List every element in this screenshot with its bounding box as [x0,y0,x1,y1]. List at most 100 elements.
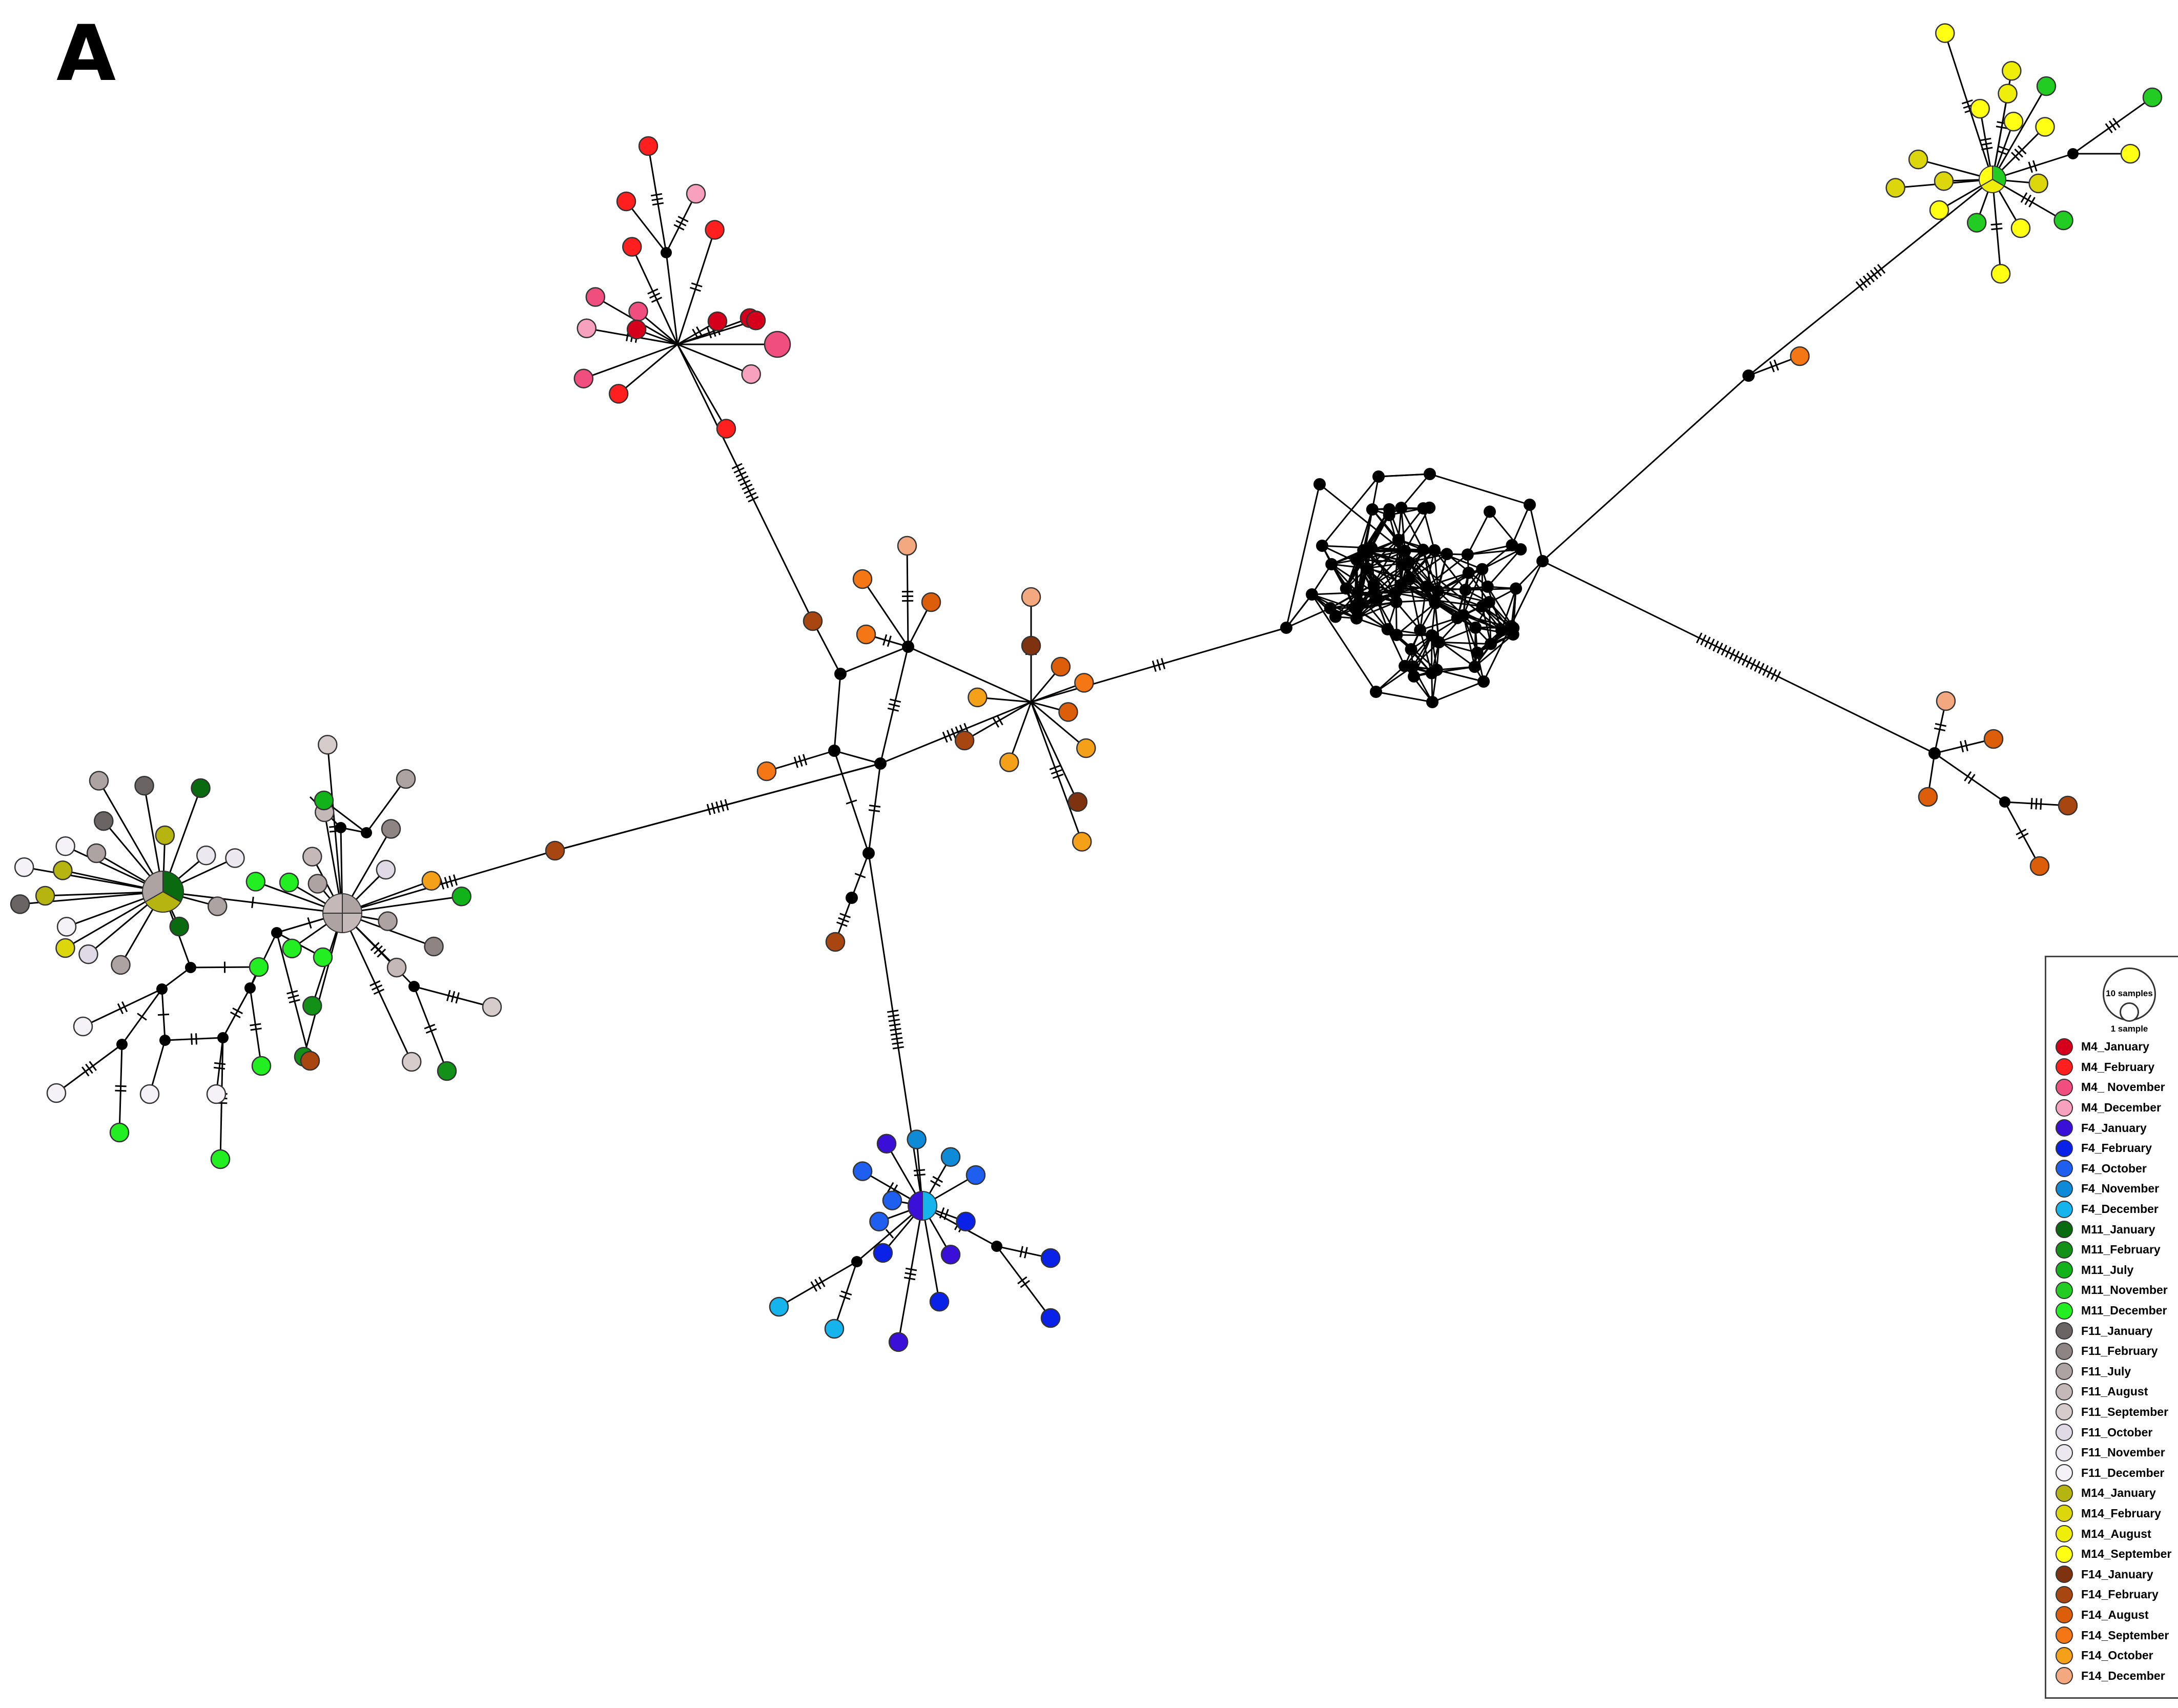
mutation-tick [1869,270,1879,280]
haplotype-node [968,687,988,708]
mutation-tick [2018,832,2029,840]
mutation-tick [692,328,699,340]
mutation-tick [232,1007,243,1015]
haplotype-node [1983,729,2004,749]
yellow-hub-pie [1979,165,2006,193]
mutation-tick [1024,1247,1028,1259]
legend-label: F11_December [2081,1466,2165,1479]
cluster-edge [1463,615,1476,667]
network-edge [812,621,841,674]
haplotype-node [191,778,211,798]
median-vector-node [1424,468,1436,480]
network-edge [83,988,162,1027]
network-edge [834,750,881,765]
mutation-tick [2020,192,2028,203]
cluster-edge [1285,484,1321,628]
median-vector-node [1306,588,1318,601]
median-vector-node [661,247,672,258]
mutation-tick [157,1013,170,1016]
haplotype-node [907,1129,927,1149]
mutation-tick [943,1209,949,1220]
median-vector-node [1352,597,1365,610]
median-vector-node [1381,623,1394,635]
haplotype-node [2029,856,2050,876]
haplotype-node [764,331,791,358]
mutation-tick [1052,773,1064,779]
mutation-tick [892,1041,903,1045]
legend-swatch [2056,1241,2073,1259]
cluster-edge [1311,594,1377,692]
haplotype-node [1040,1308,1061,1328]
cluster-edge [1356,601,1396,620]
network-edge [1031,701,1087,749]
legend-label: M4_December [2081,1101,2161,1115]
median-vector-node [1461,548,1474,561]
mutation-tick [814,1279,821,1290]
mutation-tick [1967,774,1976,784]
median-vector-node [1471,646,1484,659]
network-edge [921,1205,940,1302]
mutation-tick [115,1089,127,1092]
mutation-tick [1721,645,1728,656]
haplotype-node [852,1161,873,1181]
haplotype-node [307,874,328,894]
mutation-tick [289,999,300,1003]
haplotype-node [1021,635,1041,656]
mutation-tick [652,202,664,206]
legend-item: M11_July [2056,1260,2171,1281]
median-vector-node [902,641,914,653]
legend-swatch [2056,1302,2073,1320]
median-vector-node [1357,544,1370,557]
pie-slice [322,913,343,934]
mutation-tick [890,1032,902,1036]
mutation-tick [307,917,312,929]
legend-item: F4_February [2056,1138,2171,1159]
haplotype-node [78,944,98,964]
cluster-edge [1437,553,1448,591]
cluster-edge [1331,564,1359,593]
haplotype-node [55,836,75,856]
haplotype-node [86,843,107,863]
cluster-edge [1482,544,1513,570]
haplotype-node [53,860,73,880]
cluster-edge [1488,602,1492,644]
haplotype-node [196,846,216,866]
haplotype-node [302,847,322,867]
legend-item: F11_August [2056,1382,2171,1402]
pie-slice [342,913,363,934]
haplotype-node [169,916,189,937]
mutation-tick [1934,727,1946,732]
network-edge [840,646,909,675]
mutation-tick [1961,99,1973,105]
mutation-tick [887,1182,894,1193]
median-vector-node [1407,670,1420,683]
haplotype-node [707,311,728,332]
haplotype-node [545,840,565,861]
mutation-tick [1017,1276,1028,1285]
median-vector-node [159,1035,171,1046]
mutation-tick [1758,663,1765,674]
mutation-tick [913,1169,926,1172]
median-vector-node [1431,585,1444,598]
haplotype-node [585,287,606,307]
legend-swatch [2056,1221,2073,1239]
median-vector-node [1468,661,1481,673]
mutation-tick [1997,150,2008,156]
mutation-tick [677,216,689,222]
median-vector-node [116,1039,128,1050]
haplotype-node [1076,738,1096,758]
network-edge [1030,702,1079,802]
mutation-tick [2108,120,2117,131]
median-vector-node [408,981,420,992]
median-vector-node [1425,629,1438,642]
mutation-tick [1737,652,1744,664]
median-vector-node [1426,696,1439,708]
median-vector-node [1477,675,1490,688]
mutation-tick [689,286,701,292]
haplotype-node [94,811,114,831]
legend-item: F4_December [2056,1199,2171,1220]
median-vector-node [1510,582,1523,595]
legend-label: F11_February [2081,1344,2158,1358]
haplotype-node [626,319,647,340]
haplotype-node [2120,143,2141,164]
